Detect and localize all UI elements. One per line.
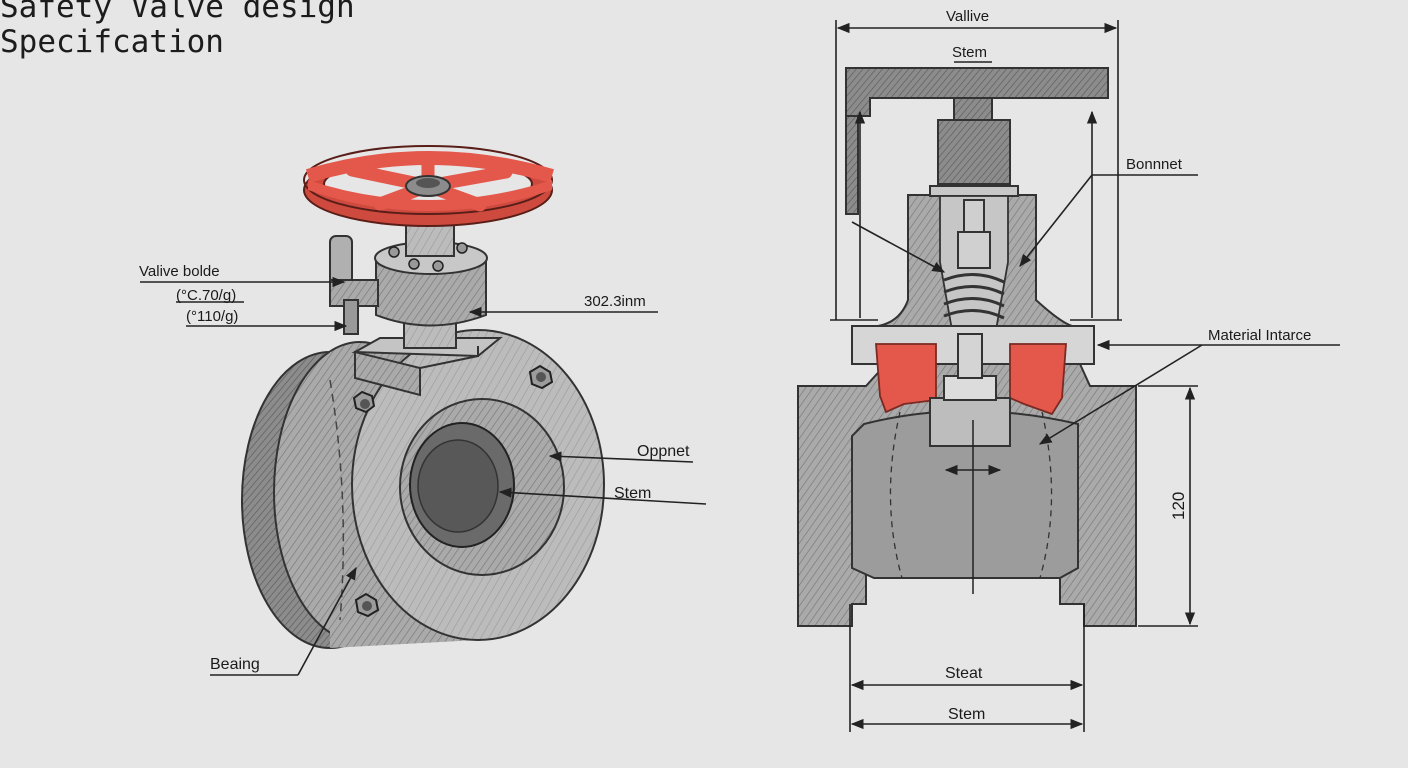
isometric-valve bbox=[140, 145, 707, 676]
handwheel bbox=[303, 145, 554, 227]
label-top-dim: Vallive bbox=[946, 8, 990, 25]
section-view bbox=[797, 20, 1340, 732]
page-title-line2: Specifcation bbox=[0, 24, 224, 60]
label-opening: Oppnet bbox=[637, 443, 690, 460]
label-material: Material Intarce bbox=[1208, 327, 1312, 344]
label-stem-left: Stem bbox=[614, 485, 652, 502]
side-lever bbox=[329, 235, 353, 285]
label-bonnet: Bonnnet bbox=[1126, 156, 1182, 173]
label-height: 120 bbox=[1169, 491, 1188, 520]
label-bearing: Beaing bbox=[210, 656, 260, 673]
label-bottom-stem: Stem bbox=[948, 706, 986, 723]
label-spec2: (°110/g) bbox=[186, 308, 239, 325]
label-top-stem: Stem bbox=[952, 44, 988, 61]
valve-cavity bbox=[851, 410, 1079, 579]
label-valve-body: Valive bolde bbox=[139, 263, 220, 280]
spring bbox=[943, 273, 1005, 320]
seat-left-red bbox=[875, 343, 937, 414]
label-seat: Steat bbox=[945, 665, 983, 682]
label-spec1: (°C.70/g) bbox=[176, 287, 237, 304]
page-title-line1: Safety Valve design bbox=[0, 0, 355, 25]
label-dimension: 302.3inm bbox=[584, 293, 646, 310]
